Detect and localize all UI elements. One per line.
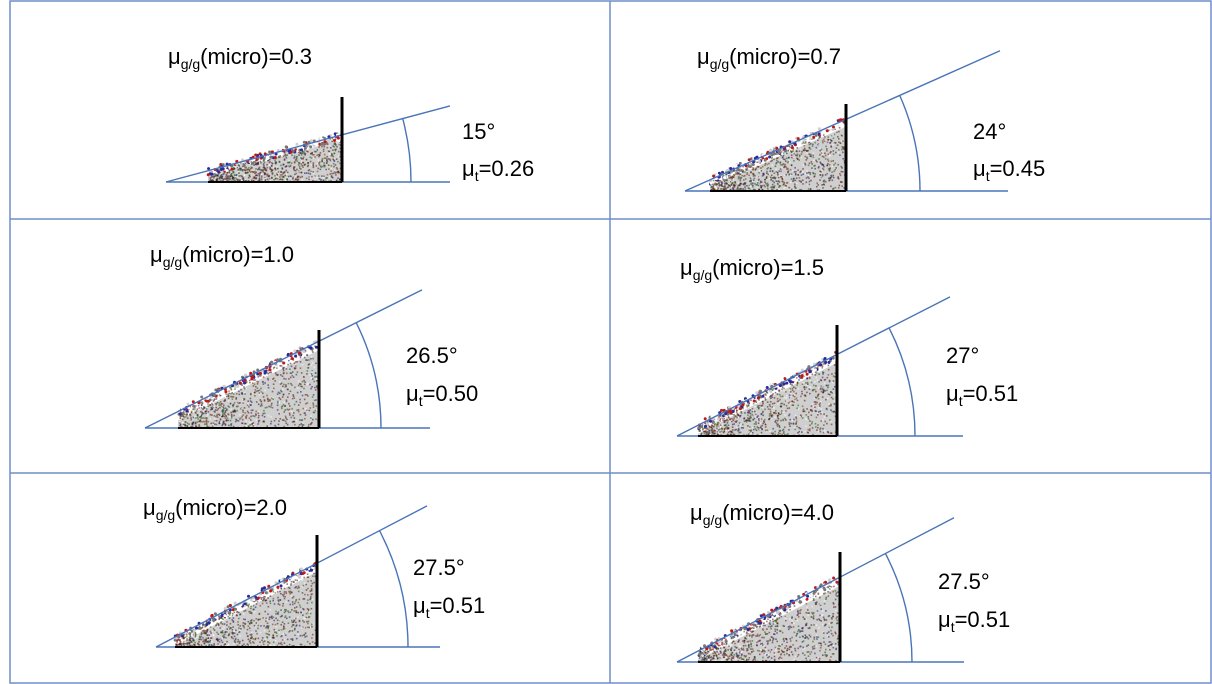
panel-mu-4.0: μg/g(micro)=4.0 27.5° μt=0.51 bbox=[610, 473, 1211, 683]
mu-symbol: μ bbox=[697, 44, 710, 69]
panel-label: μg/g(micro)=1.5 bbox=[680, 255, 825, 283]
angle-of-repose: 27.5° bbox=[413, 555, 465, 580]
grain-texture bbox=[175, 570, 317, 647]
angle-of-repose: 24° bbox=[973, 119, 1007, 144]
mu-subscript: g/g bbox=[709, 56, 730, 72]
angle-of-repose: 27.5° bbox=[938, 569, 990, 594]
mut-subscript: t bbox=[985, 168, 990, 184]
mu-symbol: μ bbox=[690, 500, 703, 525]
panel-label: μg/g(micro)=0.3 bbox=[168, 44, 313, 72]
angle-arc bbox=[355, 322, 382, 429]
slope-line bbox=[676, 296, 951, 437]
slope-line bbox=[155, 505, 428, 648]
mu-t-label: μt=0.26 bbox=[462, 156, 535, 184]
angle-arc bbox=[888, 327, 916, 437]
mut-symbol: μ bbox=[973, 156, 986, 181]
mu-t-label: μt=0.50 bbox=[406, 381, 479, 409]
mut-value: =0.51 bbox=[429, 593, 486, 618]
pile-scene bbox=[144, 289, 430, 429]
label-value: (micro)=0.7 bbox=[729, 44, 842, 69]
mut-symbol: μ bbox=[938, 607, 951, 632]
slope-line bbox=[684, 50, 1001, 192]
slope-line bbox=[676, 517, 955, 663]
mu-t-label: μt=0.51 bbox=[938, 607, 1011, 635]
granular-pile bbox=[698, 582, 840, 662]
mu-symbol: μ bbox=[168, 44, 181, 69]
angle-of-repose: 27° bbox=[946, 343, 980, 368]
panel-mu-0.7: μg/g(micro)=0.7 24° μt=0.45 bbox=[610, 1, 1211, 219]
mut-subscript: t bbox=[958, 393, 963, 409]
label-value: (micro)=4.0 bbox=[722, 500, 835, 525]
pile-scene bbox=[155, 505, 440, 648]
panel-mu-1.0: μg/g(micro)=1.0 26.5° μt=0.50 bbox=[10, 219, 610, 473]
grain-texture bbox=[710, 122, 846, 191]
mu-t-label: μt=0.51 bbox=[946, 381, 1019, 409]
angle-of-repose: 15° bbox=[462, 119, 496, 144]
pile-scene bbox=[684, 50, 1008, 192]
panel-label: μg/g(micro)=0.7 bbox=[697, 44, 842, 72]
angle-of-repose: 26.5° bbox=[406, 343, 458, 368]
mut-value: =0.50 bbox=[422, 381, 479, 406]
pile-scene bbox=[676, 517, 964, 663]
mut-symbol: μ bbox=[462, 156, 475, 181]
panel-label: μg/g(micro)=4.0 bbox=[690, 500, 835, 528]
mut-value: =0.51 bbox=[954, 607, 1011, 632]
angle-arc bbox=[899, 95, 921, 192]
panel-mu-2.0: μg/g(micro)=2.0 27.5° μt=0.51 bbox=[10, 473, 610, 683]
pile-scene bbox=[165, 97, 451, 183]
label-value: (micro)=0.3 bbox=[200, 44, 313, 69]
slope-line bbox=[144, 289, 423, 429]
mut-symbol: μ bbox=[946, 381, 959, 406]
panel-label: μg/g(micro)=2.0 bbox=[143, 495, 288, 523]
granular-pile bbox=[710, 122, 846, 191]
mu-symbol: μ bbox=[680, 255, 693, 280]
granular-pile bbox=[178, 345, 319, 428]
granular-pile bbox=[175, 570, 317, 647]
grain-texture bbox=[178, 345, 319, 428]
mut-subscript: t bbox=[474, 168, 479, 184]
mu-subscript: g/g bbox=[702, 512, 723, 528]
label-value: (micro)=1.0 bbox=[182, 242, 295, 267]
mu-symbol: μ bbox=[143, 495, 156, 520]
mu-t-label: μt=0.45 bbox=[973, 156, 1046, 184]
mut-value: =0.45 bbox=[989, 156, 1046, 181]
mu-subscript: g/g bbox=[180, 56, 201, 72]
panel-mu-0.3: μg/g(micro)=0.3 15° μt=0.26 bbox=[10, 1, 610, 219]
label-value: (micro)=1.5 bbox=[712, 255, 825, 280]
panel-mu-1.5: μg/g(micro)=1.5 27° μt=0.51 bbox=[610, 219, 1211, 473]
mu-symbol: μ bbox=[150, 242, 163, 267]
angle-arc bbox=[884, 553, 913, 663]
granular-pile bbox=[698, 357, 837, 436]
mut-subscript: t bbox=[950, 619, 955, 635]
mu-subscript: g/g bbox=[155, 507, 176, 523]
mut-symbol: μ bbox=[406, 381, 419, 406]
mut-symbol: μ bbox=[413, 593, 426, 618]
mut-value: =0.26 bbox=[478, 156, 535, 181]
pile-scene bbox=[676, 296, 963, 437]
mu-subscript: g/g bbox=[162, 254, 183, 270]
grain-texture bbox=[698, 582, 840, 662]
mut-subscript: t bbox=[418, 393, 423, 409]
slope-line bbox=[165, 105, 451, 183]
mu-t-label: μt=0.51 bbox=[413, 593, 486, 621]
mu-subscript: g/g bbox=[692, 267, 713, 283]
panel-label: μg/g(micro)=1.0 bbox=[150, 242, 295, 270]
mut-subscript: t bbox=[425, 605, 430, 621]
mut-value: =0.51 bbox=[962, 381, 1019, 406]
angle-arc bbox=[378, 530, 409, 648]
label-value: (micro)=2.0 bbox=[175, 495, 288, 520]
angle-arc bbox=[402, 118, 412, 183]
